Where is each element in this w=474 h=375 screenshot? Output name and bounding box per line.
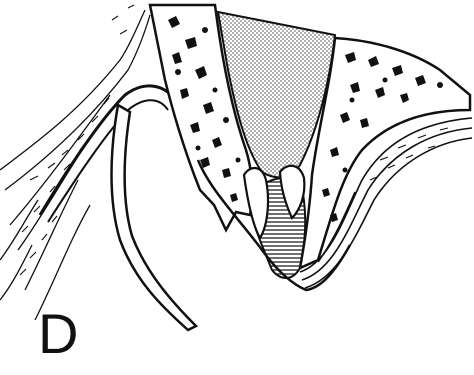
root-left bbox=[244, 168, 268, 238]
soft-tissue-left bbox=[0, 10, 150, 320]
panel-label: D bbox=[38, 306, 78, 362]
